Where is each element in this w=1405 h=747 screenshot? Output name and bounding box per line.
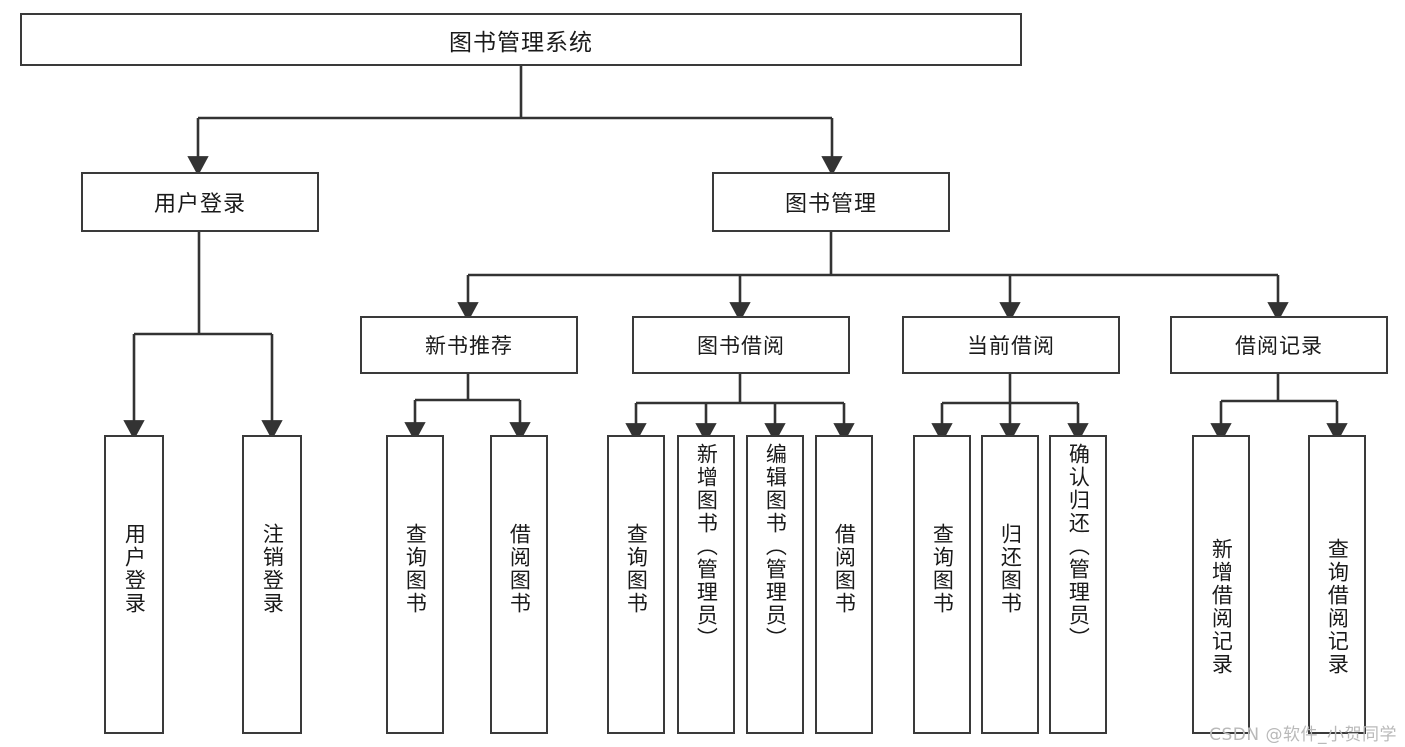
node-book-borrow[interactable]: 图书借阅 bbox=[632, 316, 850, 374]
node-leaf-query-record-label: 查询借阅记录 bbox=[1325, 538, 1350, 676]
node-leaf-user-logout[interactable]: 注销登录 bbox=[242, 435, 302, 734]
node-leaf-return-book-label: 归还图书 bbox=[998, 523, 1023, 615]
node-borrow-record[interactable]: 借阅记录 bbox=[1170, 316, 1388, 374]
node-leaf-return-book[interactable]: 归还图书 bbox=[981, 435, 1039, 734]
node-borrow-record-label: 借阅记录 bbox=[1235, 334, 1323, 358]
node-leaf-query-book-1[interactable]: 查询图书 bbox=[386, 435, 444, 734]
node-new-book-recommend-label: 新书推荐 bbox=[425, 334, 513, 358]
node-leaf-edit-book-label: 编辑图书（管理员） bbox=[763, 443, 788, 650]
node-leaf-user-login-label: 用户登录 bbox=[122, 523, 147, 615]
node-user-login-label: 用户登录 bbox=[153, 192, 246, 217]
node-leaf-query-book-2[interactable]: 查询图书 bbox=[607, 435, 665, 734]
node-leaf-borrow-book-1[interactable]: 借阅图书 bbox=[490, 435, 548, 734]
node-leaf-user-login[interactable]: 用户登录 bbox=[104, 435, 164, 734]
node-root[interactable]: 图书管理系统 bbox=[20, 13, 1022, 66]
node-leaf-query-record[interactable]: 查询借阅记录 bbox=[1308, 435, 1366, 734]
node-leaf-add-record-label: 新增借阅记录 bbox=[1209, 538, 1234, 676]
node-leaf-confirm-return-label: 确认归还（管理员） bbox=[1066, 443, 1091, 650]
node-leaf-query-book-3[interactable]: 查询图书 bbox=[913, 435, 971, 734]
node-book-manage[interactable]: 图书管理 bbox=[712, 172, 950, 232]
node-leaf-borrow-book-2-label: 借阅图书 bbox=[832, 523, 857, 615]
node-user-login[interactable]: 用户登录 bbox=[81, 172, 319, 232]
csdn-watermark: CSDN @软件_小贺同学 bbox=[1209, 725, 1397, 745]
node-book-manage-label: 图书管理 bbox=[784, 192, 877, 217]
node-leaf-query-book-1-label: 查询图书 bbox=[403, 523, 428, 615]
node-new-book-recommend[interactable]: 新书推荐 bbox=[360, 316, 578, 374]
node-current-borrow-label: 当前借阅 bbox=[967, 334, 1055, 358]
node-book-borrow-label: 图书借阅 bbox=[697, 334, 785, 358]
node-leaf-query-book-2-label: 查询图书 bbox=[624, 523, 649, 615]
node-leaf-confirm-return[interactable]: 确认归还（管理员） bbox=[1049, 435, 1107, 734]
node-leaf-borrow-book-1-label: 借阅图书 bbox=[507, 523, 532, 615]
node-leaf-query-book-3-label: 查询图书 bbox=[930, 523, 955, 615]
node-leaf-add-book[interactable]: 新增图书（管理员） bbox=[677, 435, 735, 734]
node-leaf-user-logout-label: 注销登录 bbox=[260, 523, 285, 615]
node-leaf-add-record[interactable]: 新增借阅记录 bbox=[1192, 435, 1250, 734]
node-leaf-add-book-label: 新增图书（管理员） bbox=[694, 443, 719, 650]
node-leaf-edit-book[interactable]: 编辑图书（管理员） bbox=[746, 435, 804, 734]
node-root-label: 图书管理系统 bbox=[449, 29, 593, 56]
node-current-borrow[interactable]: 当前借阅 bbox=[902, 316, 1120, 374]
node-leaf-borrow-book-2[interactable]: 借阅图书 bbox=[815, 435, 873, 734]
